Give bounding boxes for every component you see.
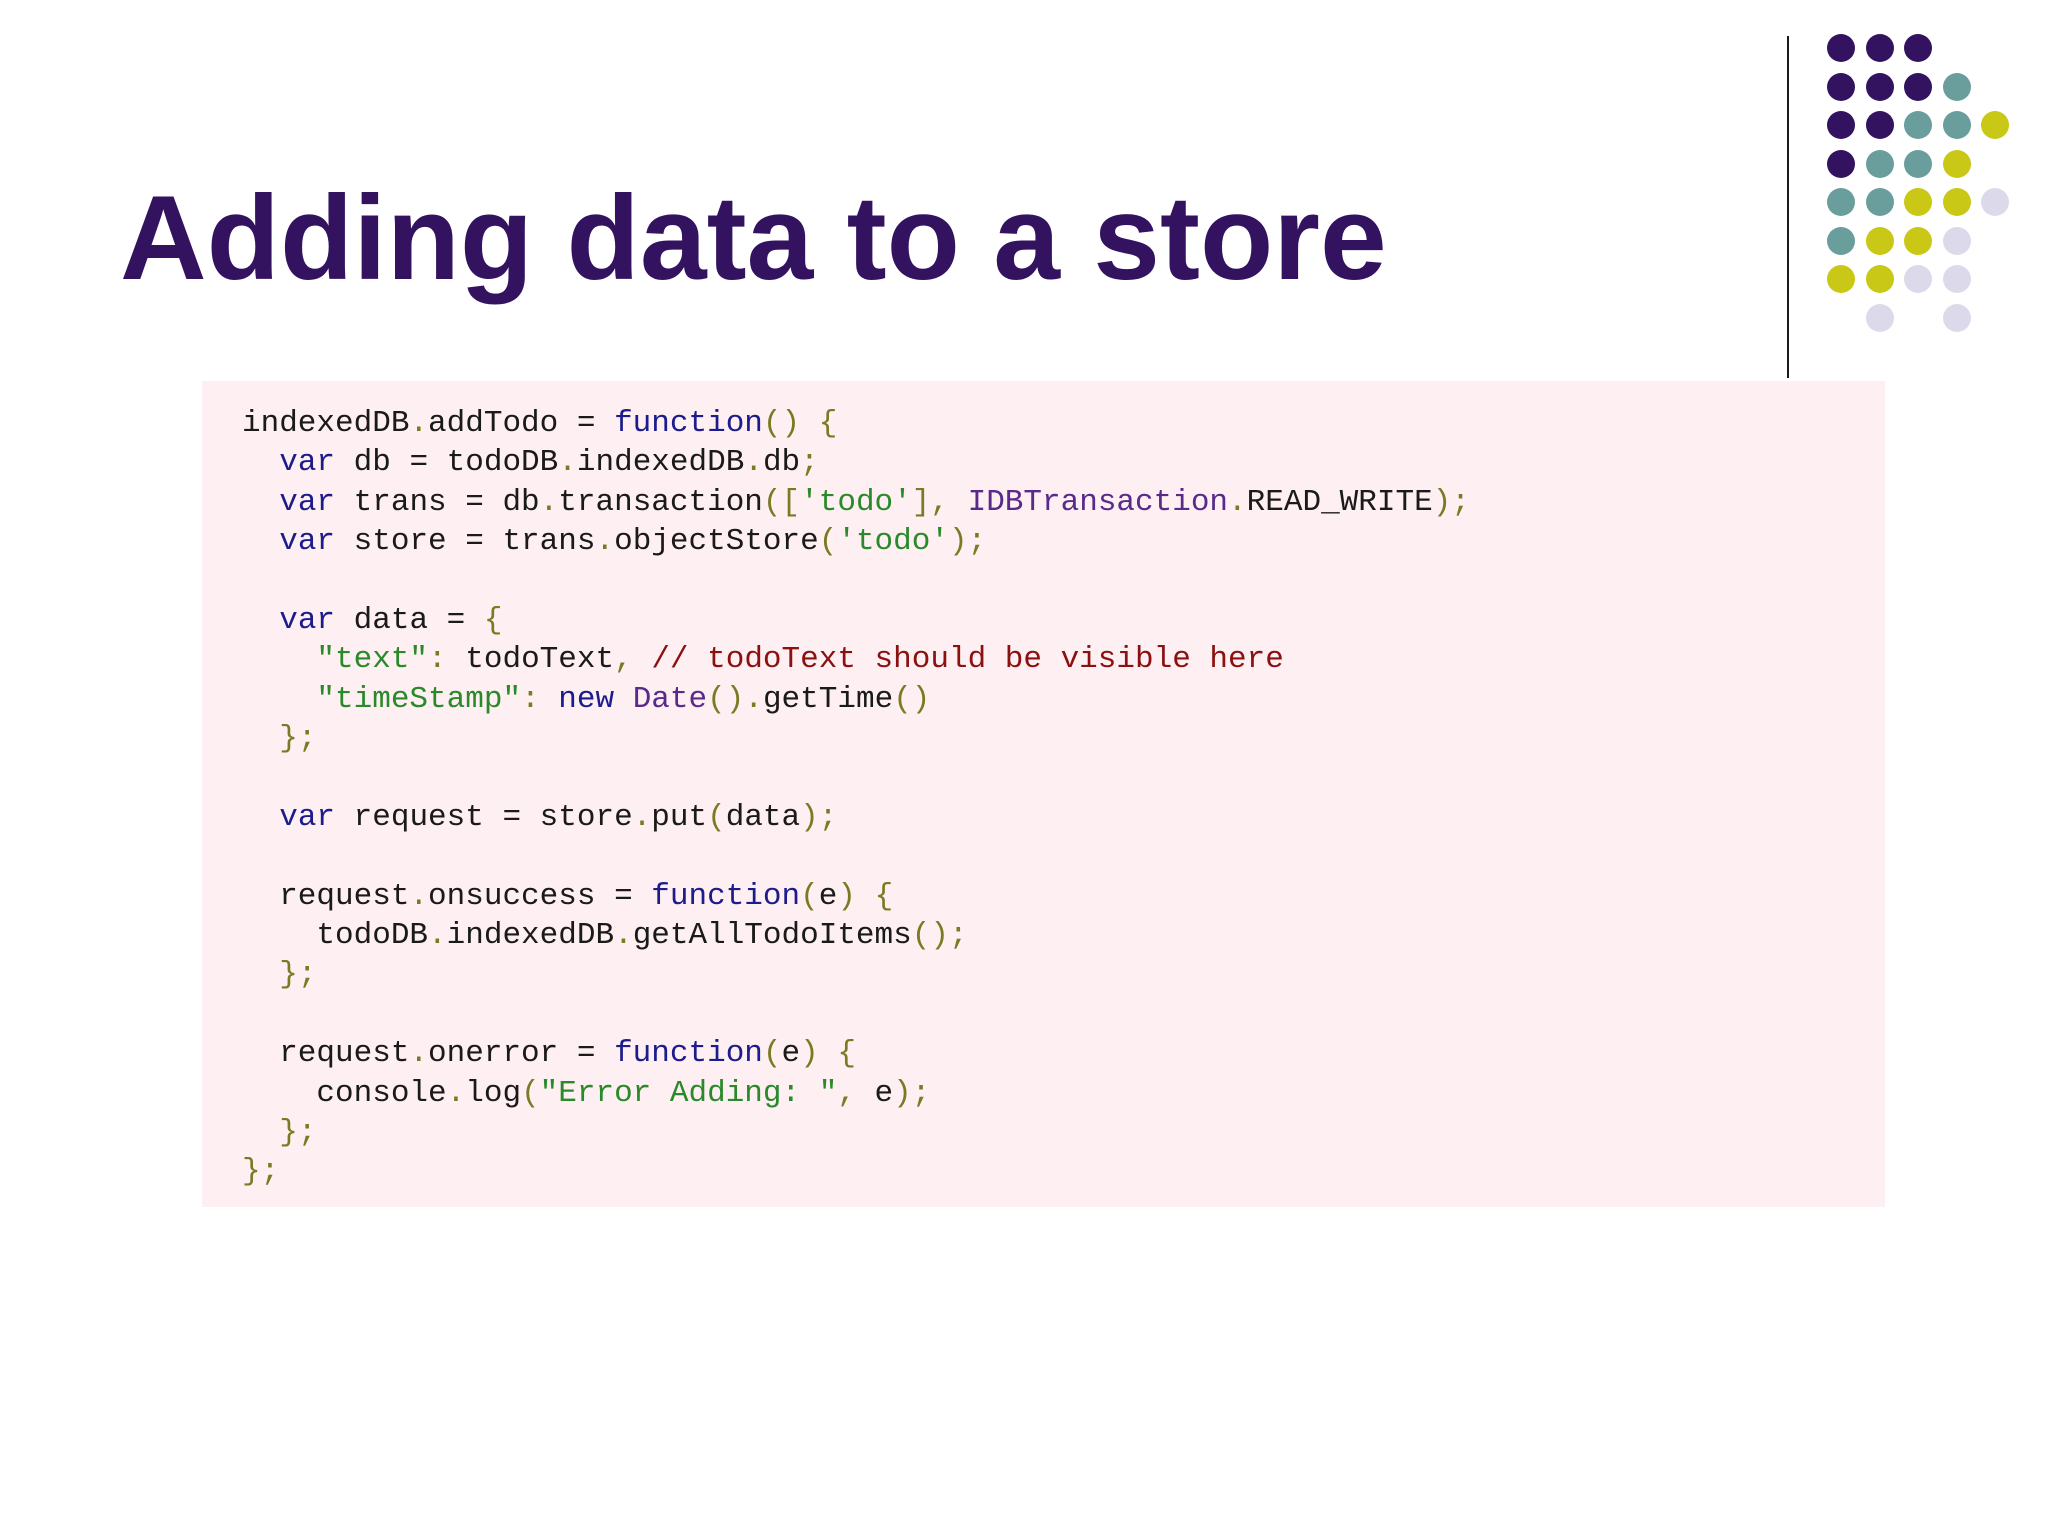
decorative-dot [1865,111,1894,139]
code-line: ​ [242,995,1470,1034]
decorative-dot [1942,226,1971,255]
code-listing: indexedDB.addTodo = function() { var db … [242,404,1470,1192]
decorative-dot [1827,188,1855,216]
decorative-dot [1942,149,1971,178]
decorative-dot [1865,72,1894,101]
decorative-dot [1942,303,1971,332]
slide-title: Adding data to a store [120,171,1387,305]
code-line: ​ [242,837,1470,876]
decorative-dot [1904,226,1932,255]
code-line: ​ [242,759,1470,798]
decorative-dot [1942,265,1971,293]
code-line: request.onerror = function(e) { [242,1036,856,1072]
decorative-dot [1865,226,1894,255]
decorative-dot [1827,265,1855,293]
code-line: request.onsuccess = function(e) { [242,878,894,914]
decorative-dot [1827,149,1855,178]
decorative-dot [1827,34,1855,62]
decorative-dot [1865,149,1894,178]
decorative-dot [1942,111,1971,139]
decorative-dot [1904,265,1932,293]
code-line: "timeStamp": new Date().getTime() [316,681,931,717]
code-line: var db = todoDB.indexedDB.db; [279,445,819,481]
code-line: console.log("Error Adding: ", e); [242,1075,931,1111]
code-line: }; [279,1115,317,1151]
decorative-dot [1981,188,2009,216]
code-line: "text": todoText, // todoText should be … [316,642,1284,678]
code-line: }; [279,721,317,757]
decorative-dot [1827,72,1855,101]
decorative-dot [1865,34,1894,62]
code-line: ​ [242,562,1470,601]
code-line: var trans = db.transaction(['todo'], IDB… [279,484,1470,520]
decorative-dot [1865,265,1894,293]
decorative-dot [1827,111,1855,139]
decorative-dot [1904,72,1932,101]
decorative-dot [1865,303,1894,332]
decorative-dot [1904,149,1932,178]
decorative-dot [1865,188,1894,216]
code-line: }; [279,957,317,993]
code-line: var request = store.put(data); [279,799,838,835]
decorative-dot [1904,188,1932,216]
decorative-dot [1904,34,1932,62]
code-line: indexedDB.addTodo = function() { [242,406,838,441]
code-line: }; [242,1154,280,1190]
code-block: indexedDB.addTodo = function() { var db … [202,381,1885,1207]
code-line: var data = { [279,602,503,638]
decorative-dot [1942,72,1971,101]
decorative-dot [1904,111,1932,139]
code-line: var store = trans.objectStore('todo'); [279,524,987,560]
decorative-dot [1981,111,2009,139]
decorative-dot [1942,188,1971,216]
code-line: todoDB.indexedDB.getAllTodoItems(); [242,918,968,954]
decorative-dot [1827,226,1855,255]
title-divider-line [1787,36,1789,378]
